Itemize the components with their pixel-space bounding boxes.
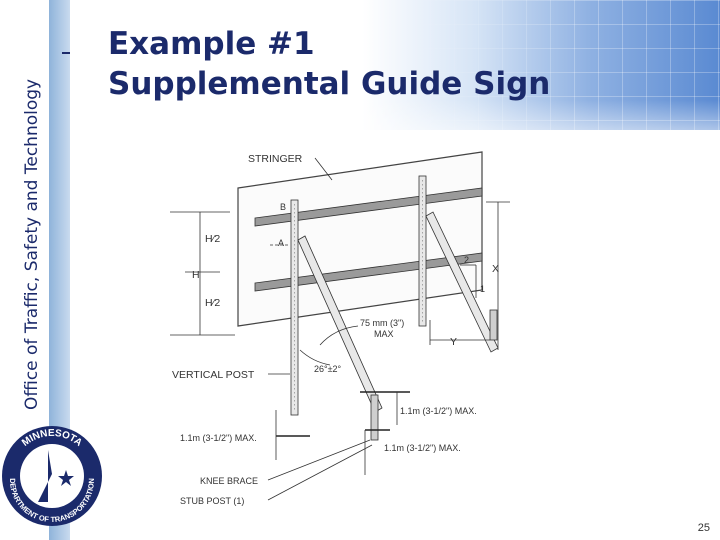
label-x: X (492, 263, 499, 275)
label-slope-2: 2 (464, 255, 469, 265)
left-stub-post (370, 394, 379, 441)
label-h2-lower: H⁄2 (205, 297, 220, 309)
label-h: H (192, 269, 200, 281)
logo-star (58, 470, 74, 486)
mndot-logo: MINNESOTA DEPARTMENT OF TRANSPORTATION (2, 426, 102, 526)
label-b: B (280, 202, 286, 212)
sidebar-office-name: Office of Traffic, Safety and Technology (22, 78, 42, 410)
label-h2-upper: H⁄2 (205, 233, 220, 245)
label-dim-bottom: 1.1m (3-1/2") MAX. (384, 443, 461, 453)
label-a: A (278, 238, 284, 248)
page-number: 25 (697, 522, 710, 534)
slide-title: Example #1 Supplemental Guide Sign (108, 24, 550, 104)
left-knee-brace (297, 235, 383, 413)
left-vertical-post (290, 199, 299, 416)
label-clearance: 75 mm (3") (360, 318, 404, 328)
header-fade (70, 100, 720, 160)
label-clearance-max: MAX (374, 329, 394, 339)
label-dim-right: 1.1m (3-1/2") MAX. (400, 406, 477, 416)
label-stub-post: STUB POST (1) (180, 496, 244, 506)
label-dim-left: 1.1m (3-1/2") MAX. (180, 433, 257, 443)
sign-support-diagram: H H⁄2 H⁄2 X Y 1 2 STRINGER B A 75 mm (3"… (170, 151, 510, 506)
label-angle: 26°±2° (314, 364, 342, 374)
label-vertical-post: VERTICAL POST (172, 369, 255, 381)
logo-state-shape (38, 450, 52, 502)
label-slope-1: 1 (480, 284, 485, 294)
sidebar-band (49, 0, 70, 540)
slide-title-line2: Supplemental Guide Sign (108, 66, 551, 102)
label-y: Y (450, 336, 457, 348)
right-vertical-post (418, 175, 427, 327)
slide-title-line1: Example #1 (108, 26, 315, 62)
right-stub-post (489, 309, 498, 341)
label-knee-brace: KNEE BRACE (200, 476, 258, 486)
label-stringer: STRINGER (248, 153, 303, 165)
